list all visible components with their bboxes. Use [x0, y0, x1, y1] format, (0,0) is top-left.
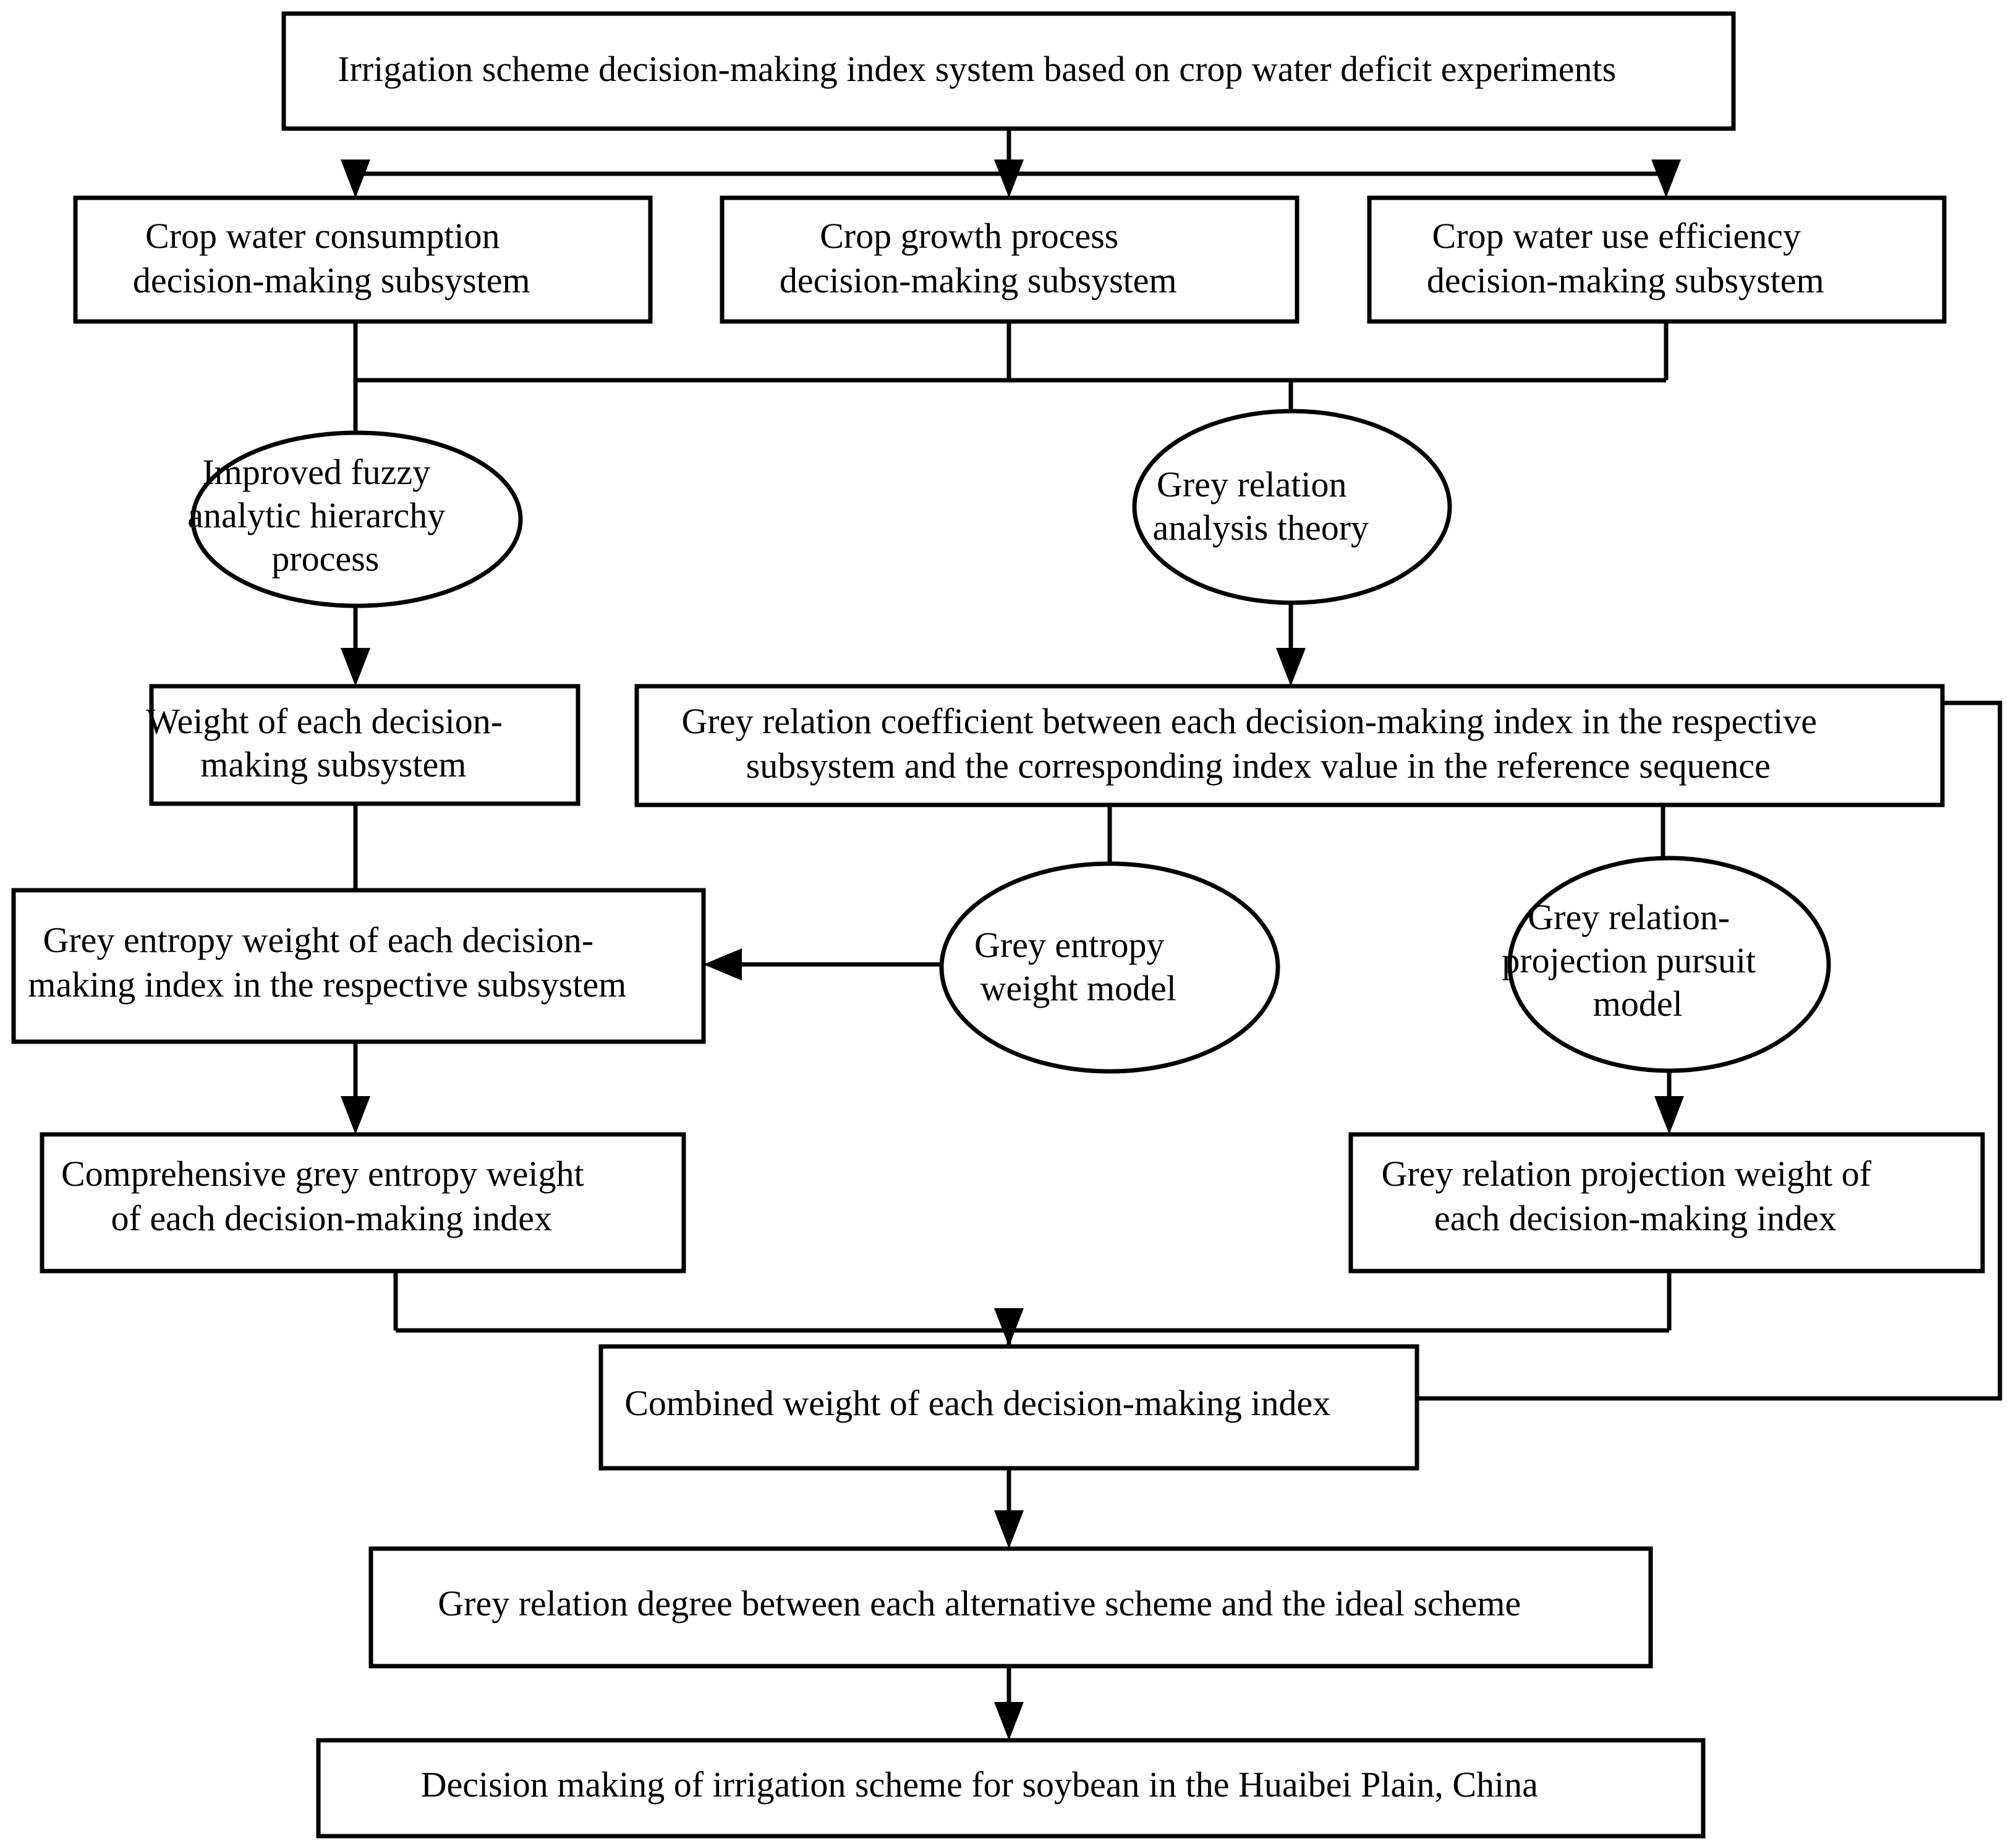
node-combined-weight[interactable]: Combined weight of each decision-making … [598, 1344, 1419, 1471]
method-grey-relation-projection-pursuit-line-3: model [1593, 984, 1683, 1024]
svg-text:Weight of each decision-: Weight of each decision- making subsyste… [146, 701, 583, 785]
comprehensive-grey-entropy-weight-line-1: Comprehensive grey entropy weight [61, 1154, 584, 1194]
node-grey-relation-coefficient[interactable]: Grey relation coefficient between each d… [634, 684, 1945, 807]
svg-text:Grey relation analysis: Grey relation analysis theory [1152, 464, 1431, 548]
subsystem-growth-process-line-1: Crop growth process [820, 216, 1118, 256]
svg-text:Combined weight of each decisi: Combined weight of each decision-making … [624, 1383, 1393, 1423]
method-grey-entropy-weight-model-line-1: Grey entropy [974, 925, 1165, 965]
final-decision-line-1: Decision making of irrigation scheme for… [421, 1764, 1538, 1805]
subsystem-water-use-efficiency-line-1: Crop water use efficiency [1432, 216, 1801, 256]
svg-text:Improved fuzzy analyti: Improved fuzzy analytic hierarchy proces… [187, 452, 526, 579]
arrowhead-subsystem2 [994, 160, 1024, 198]
node-comprehensive-grey-entropy-weight[interactable]: Comprehensive grey entropy weight of eac… [40, 1132, 686, 1274]
svg-text:Grey entropy weight mo: Grey entropy weight model [974, 925, 1245, 1008]
node-grey-entropy-weight-index[interactable]: Grey entropy weight of each decision- ma… [11, 888, 706, 1044]
arrowhead-combined-weight [994, 1308, 1024, 1346]
node-root-system[interactable]: Irrigation scheme decision-making index … [281, 11, 1736, 131]
grey-relation-projection-weight-line-1: Grey relation projection weight of [1382, 1154, 1872, 1194]
weight-subsystem-line-1: Weight of each decision- [146, 701, 503, 741]
svg-text:Comprehensive grey entropy wei: Comprehensive grey entropy weight of eac… [61, 1154, 665, 1238]
svg-text:Grey relation- project: Grey relation- projection pursuit model [1502, 897, 1836, 1024]
arrowhead-final-decision [994, 1702, 1024, 1740]
arrowhead-grey-relation-degree [994, 1510, 1024, 1549]
method-fuzzy-ahp-line-3: process [271, 538, 379, 579]
arrowhead-weight-subsystem [341, 648, 370, 686]
edges-layer [341, 129, 2002, 1740]
subsystem-water-consumption-line-2: decision-making subsystem [133, 260, 530, 300]
method-grey-relation-theory-line-2: analysis theory [1152, 508, 1369, 548]
arrowhead-grey-relation-coefficient [1276, 648, 1306, 686]
svg-text:Crop water use efficiency: Crop water use efficiency decision-makin… [1427, 216, 1887, 300]
node-grey-relation-degree[interactable]: Grey relation degree between each altern… [368, 1546, 1653, 1669]
arrowhead-grey-entropy-weight-index [704, 948, 742, 980]
edge-coefficient-feedback-loop [1417, 700, 2002, 1401]
method-grey-relation-theory-line-1: Grey relation [1157, 464, 1347, 504]
method-fuzzy-ahp-line-1: Improved fuzzy [202, 452, 430, 492]
weight-subsystem-line-2: making subsystem [200, 744, 466, 785]
node-final-decision[interactable]: Decision making of irrigation scheme for… [316, 1738, 1706, 1839]
grey-relation-projection-weight-line-2: each decision-making index [1434, 1198, 1837, 1238]
node-method-fuzzy-ahp[interactable]: Improved fuzzy analytic hierarchy proces… [187, 430, 526, 608]
svg-text:Grey relation coefficient betw: Grey relation coefficient between each d… [682, 701, 1898, 786]
svg-text:Grey relation projection weigh: Grey relation projection weight of each … [1382, 1154, 1952, 1238]
svg-text:Crop growth process de: Crop growth process decision-making subs… [780, 216, 1240, 300]
svg-text:Grey entropy weight of each de: Grey entropy weight of each decision- ma… [28, 920, 689, 1005]
svg-text:Grey relation degree between e: Grey relation degree between each altern… [438, 1583, 1583, 1623]
grey-relation-coefficient-line-2: subsystem and the corresponding index va… [746, 746, 1771, 786]
combined-weight-line-1: Combined weight of each decision-making … [624, 1383, 1330, 1423]
node-method-grey-entropy-weight-model[interactable]: Grey entropy weight model [939, 861, 1280, 1074]
node-method-grey-relation-theory[interactable]: Grey relation analysis theory [1132, 409, 1452, 605]
node-subsystem-water-use-efficiency[interactable]: Crop water use efficiency decision-makin… [1367, 195, 1947, 324]
method-fuzzy-ahp-line-2: analytic hierarchy [187, 495, 445, 535]
method-grey-entropy-weight-model-line-2: weight model [980, 968, 1176, 1008]
svg-text:Decision making of irrigation: Decision making of irrigation scheme for… [421, 1764, 1601, 1805]
arrowhead-subsystem3 [1651, 160, 1681, 198]
svg-text:Irrigation scheme decision-mak: Irrigation scheme decision-making index … [338, 49, 1679, 89]
subsystem-water-consumption-line-1: Crop water consumption [145, 216, 500, 256]
arrowhead-comprehensive-weight [341, 1096, 370, 1134]
node-subsystem-water-consumption[interactable]: Crop water consumption decision-making s… [73, 195, 653, 324]
node-weight-subsystem[interactable]: Weight of each decision- making subsyste… [146, 684, 583, 806]
root-system-line-1: Irrigation scheme decision-making index … [338, 49, 1616, 89]
comprehensive-grey-entropy-weight-line-2: of each decision-making index [111, 1198, 552, 1238]
grey-entropy-weight-index-line-1: Grey entropy weight of each decision- [43, 920, 593, 960]
arrowhead-subsystem1 [341, 160, 370, 198]
subsystem-water-use-efficiency-line-2: decision-making subsystem [1427, 260, 1824, 300]
node-grey-relation-projection-weight[interactable]: Grey relation projection weight of each … [1348, 1132, 1985, 1274]
grey-relation-coefficient-line-1: Grey relation coefficient between each d… [682, 701, 1817, 741]
svg-text:Crop water consumption: Crop water consumption decision-making s… [133, 216, 593, 300]
subsystem-growth-process-line-2: decision-making subsystem [780, 260, 1177, 300]
grey-relation-degree-line-1: Grey relation degree between each altern… [438, 1583, 1521, 1623]
node-subsystem-growth-process[interactable]: Crop growth process decision-making subs… [720, 195, 1299, 324]
node-method-grey-relation-projection-pursuit[interactable]: Grey relation- projection pursuit model [1502, 856, 1836, 1073]
method-grey-relation-projection-pursuit-line-2: projection pursuit [1502, 940, 1756, 980]
arrowhead-projection-weight [1654, 1096, 1684, 1134]
method-grey-relation-projection-pursuit-line-1: Grey relation- [1528, 897, 1730, 937]
grey-entropy-weight-index-line-2: making index in the respective subsystem [28, 964, 626, 1005]
